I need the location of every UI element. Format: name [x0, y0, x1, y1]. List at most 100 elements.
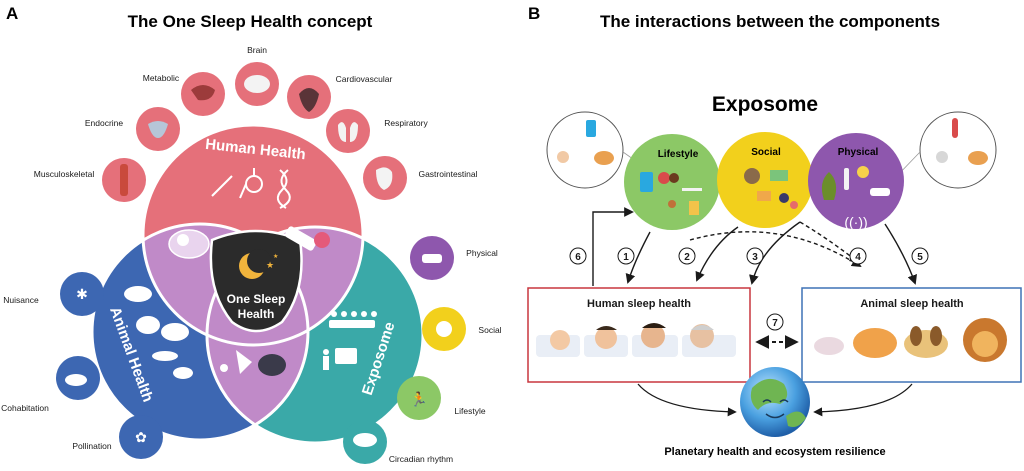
- svg-text:Cardiovascular: Cardiovascular: [336, 74, 393, 84]
- lungs-icon: [338, 122, 358, 142]
- svg-text:Social: Social: [478, 325, 501, 335]
- child-icon: [595, 327, 617, 349]
- sheep-icon: [136, 316, 160, 334]
- animal-icons: [124, 286, 193, 379]
- thermometer-icon: [952, 118, 958, 138]
- crowd-icon: [329, 320, 375, 328]
- cat-sleep-icon: [853, 328, 897, 358]
- arrow-6: [592, 207, 634, 286]
- liver-icon: [191, 85, 215, 101]
- car-icon-2: [870, 188, 890, 196]
- person-icon: [557, 151, 569, 163]
- social-icons: [744, 168, 798, 209]
- briefcase-icon: [757, 191, 771, 201]
- pill-icon: [353, 433, 377, 447]
- animal-cohabitation: Cohabitation: [1, 356, 100, 413]
- animal-nuisance: ✱ Nuisance: [3, 272, 104, 316]
- human-health-icons: [211, 168, 291, 209]
- elderly-person-icon: [936, 151, 948, 163]
- community-icon: [779, 193, 789, 203]
- dog-cat-icon: [65, 374, 87, 386]
- heart-icon: [299, 88, 319, 112]
- baby-icon: [550, 330, 570, 350]
- stressed-person-icon: [744, 168, 760, 184]
- svg-text:Nuisance: Nuisance: [3, 295, 39, 305]
- exposome-lifestyle: 🏃 Lifestyle: [397, 376, 486, 420]
- panel-a-letter: A: [6, 4, 18, 23]
- arrow-4a: [689, 231, 862, 268]
- food-icon: [658, 172, 670, 184]
- cat-icon: [594, 151, 614, 165]
- planetary-label: Planetary health and ecosystem resilienc…: [664, 446, 885, 458]
- svg-text:Brain: Brain: [247, 45, 267, 55]
- svg-text:2: 2: [684, 252, 690, 263]
- physical-icons: ((·)): [821, 166, 890, 230]
- panel-a-title: The One Sleep Health concept: [128, 12, 373, 31]
- callout-temperature-elder-cat: [894, 111, 997, 189]
- screen-icon: [335, 348, 357, 364]
- money-icon: [770, 170, 788, 181]
- svg-text:1: 1: [623, 252, 629, 263]
- sleeping-baby-animal-icon: [168, 229, 210, 259]
- cell-virus-icon: [285, 226, 330, 251]
- interaction-arrows: [592, 207, 917, 286]
- insect-plant-icon: [220, 350, 252, 374]
- muscle-icon: [120, 164, 128, 196]
- one-sleep-health-center: [209, 229, 303, 333]
- physical-label: Physical: [838, 147, 879, 158]
- svg-text:3: 3: [752, 252, 758, 263]
- exposome-circadian: Circadian rhythm: [343, 420, 453, 464]
- svg-text:4: 4: [855, 252, 861, 263]
- moon-icon: ★ ★: [239, 249, 278, 279]
- phone-icon: [586, 120, 596, 137]
- lifestyle-label: Lifestyle: [658, 149, 699, 160]
- organ-musculoskeletal: Musculoskeletal: [34, 158, 146, 202]
- svg-text:Physical: Physical: [466, 248, 498, 258]
- svg-text:6: 6: [575, 252, 581, 263]
- social-circle: [717, 132, 813, 228]
- svg-text:5: 5: [917, 252, 923, 263]
- runner-icon: [668, 200, 676, 208]
- exposome-social: Social: [422, 307, 502, 351]
- step-markers: 1 2 3 4 5 6 7: [569, 247, 929, 331]
- svg-text:Pollination: Pollination: [72, 441, 111, 451]
- car-icon: [422, 254, 442, 263]
- human-sleep-title: Human sleep health: [587, 298, 691, 310]
- planetary-arrows: [637, 383, 913, 417]
- arrow-2: [695, 226, 739, 282]
- mosquito-icon: ✱: [76, 286, 88, 302]
- center-label-line1: One Sleep: [227, 292, 286, 306]
- tree-icon: [821, 172, 837, 200]
- cat-icon-2: [968, 151, 988, 165]
- svg-text:Endocrine: Endocrine: [85, 118, 124, 128]
- exposome-heading: Exposome: [712, 93, 818, 116]
- syringe-icon: [211, 175, 233, 197]
- svg-text:Musculoskeletal: Musculoskeletal: [34, 169, 95, 179]
- svg-text:★: ★: [266, 260, 274, 270]
- organ-endocrine: Endocrine: [85, 107, 180, 151]
- social-label: Social: [751, 147, 781, 158]
- svg-text:Metabolic: Metabolic: [143, 73, 180, 83]
- exposome-icons: [323, 311, 377, 370]
- thermometer-icon-2: [844, 168, 849, 190]
- svg-text:Lifestyle: Lifestyle: [454, 406, 485, 416]
- physical-circle: [808, 133, 904, 229]
- dna-icon: [276, 169, 288, 209]
- svg-text:★: ★: [273, 253, 278, 260]
- arrow-5: [884, 223, 917, 285]
- bee-flower-icon: ✿: [135, 429, 147, 445]
- cow-icon: [161, 323, 189, 341]
- animal-silhouette-icon: [258, 354, 286, 376]
- stomach-icon: [376, 167, 393, 190]
- sleeping-animals: [814, 318, 1007, 362]
- beer-icon: [689, 201, 699, 215]
- organ-gastrointestinal: Gastrointestinal: [363, 156, 478, 200]
- svg-text:Cohabitation: Cohabitation: [1, 403, 49, 413]
- svg-text:7: 7: [772, 318, 778, 329]
- cigarette-icon: [682, 188, 702, 191]
- mouse-sleep-icon: [814, 337, 844, 355]
- arrow-3: [749, 221, 801, 285]
- exposome-physical: Physical: [410, 236, 498, 280]
- adult-icon: [641, 324, 665, 348]
- animal-pollination: ✿ Pollination: [72, 415, 163, 459]
